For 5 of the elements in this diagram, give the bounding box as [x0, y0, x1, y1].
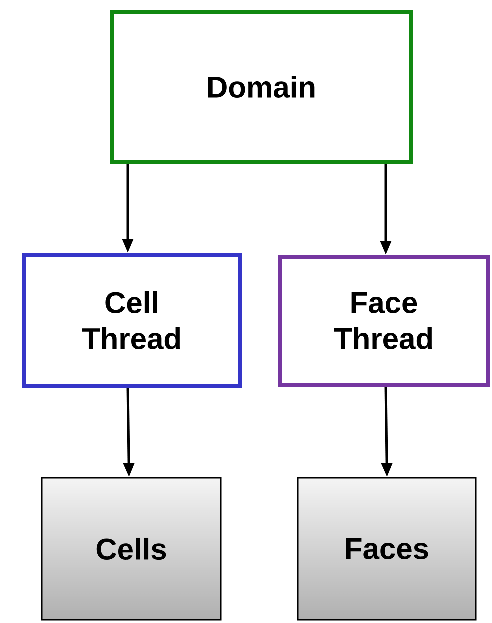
thread-box: Face Thread: [278, 255, 490, 387]
domain-box: Domain: [110, 10, 413, 164]
thread-box: Cell Thread: [22, 253, 242, 388]
data-box: Cells: [41, 477, 222, 621]
data-box: Faces: [297, 477, 477, 621]
